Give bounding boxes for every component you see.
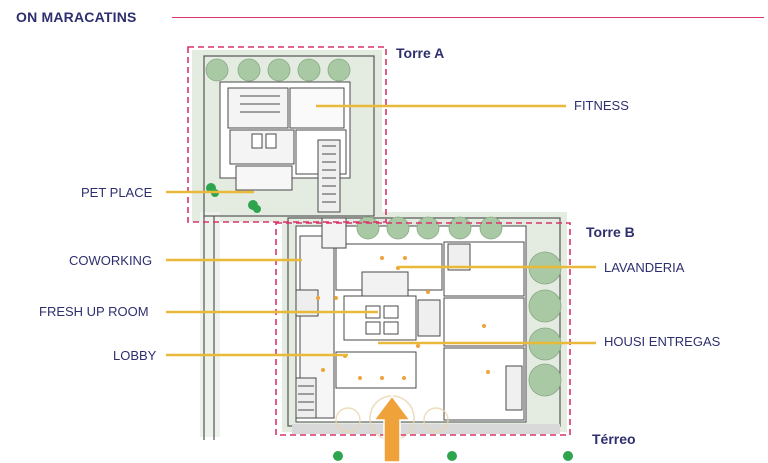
tree-icon (237, 58, 261, 82)
tree-icons (205, 58, 562, 397)
tree-icon (297, 58, 321, 82)
entrance-strip (292, 424, 560, 434)
tree-icon (528, 363, 562, 397)
tree-icon (205, 58, 229, 82)
arrow-up-icon (372, 394, 412, 463)
tower-a-boundary (187, 46, 387, 223)
level-label: Térreo (592, 431, 636, 447)
title-rule (172, 17, 764, 18)
tree-icon (416, 216, 440, 240)
tree-icon (267, 58, 291, 82)
area-label-lavanderia: LAVANDERIA (604, 260, 685, 275)
area-label-fresh-up-room: FRESH UP ROOM (39, 304, 149, 319)
tree-icon (386, 216, 410, 240)
tree-icon (327, 58, 351, 82)
shrub-icon (563, 451, 573, 461)
shrub-icon (253, 205, 261, 213)
page-title: ON MARACATINS (16, 9, 137, 25)
area-label-lobby: LOBBY (113, 348, 157, 363)
shrub-icon (447, 451, 457, 461)
tower-boundaries (187, 46, 571, 436)
tower-b-boundary (275, 222, 571, 436)
area-label-coworking: COWORKING (69, 253, 153, 268)
tower-a-building (219, 81, 351, 213)
area-label-housi-entregas: HOUSI ENTREGAS (604, 334, 721, 349)
tree-icon (479, 216, 503, 240)
tower-b-label: Torre B (586, 224, 635, 240)
tower-a-label: Torre A (396, 45, 445, 61)
tree-icon (528, 289, 562, 323)
garden-walkway (200, 212, 220, 437)
leader-lines (166, 104, 596, 357)
furniture-dots (316, 256, 490, 380)
tree-icon (356, 216, 380, 240)
area-label-fitness: FITNESS (574, 98, 629, 113)
tree-icon (448, 216, 472, 240)
tower-b-building (295, 217, 527, 423)
area-label-pet-place: PET PLACE (81, 185, 153, 200)
shrub-icon (333, 451, 343, 461)
